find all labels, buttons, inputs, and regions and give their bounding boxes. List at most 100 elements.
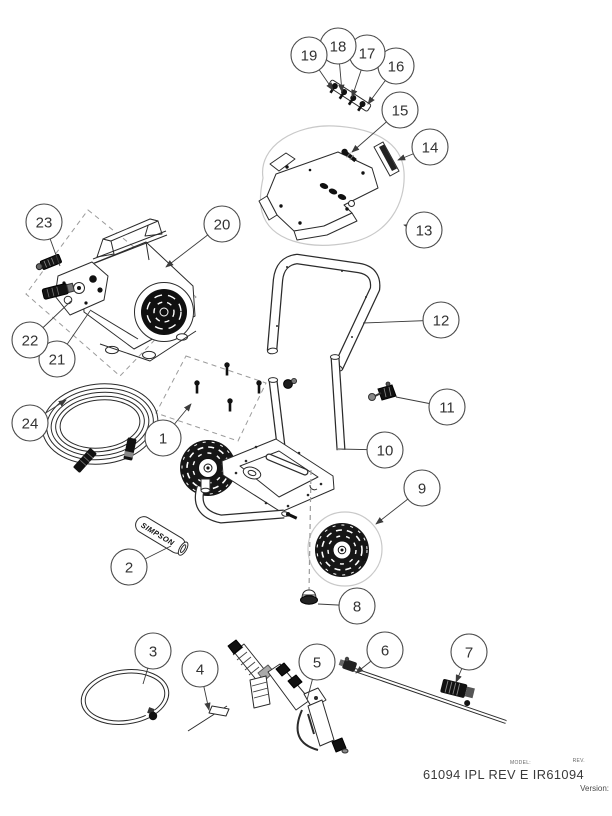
engine-plate	[258, 151, 379, 241]
callout-circle	[25, 203, 63, 241]
callout-19: 19	[290, 36, 334, 91]
callout-circle	[366, 631, 404, 669]
callout-circle	[405, 211, 443, 249]
rev-label: REV.	[573, 758, 585, 764]
callout-number: 21	[49, 351, 66, 368]
bolt-set	[194, 362, 262, 412]
callout-circle	[366, 431, 404, 469]
callout-5: 5	[298, 643, 336, 701]
callout-circle	[381, 91, 419, 129]
grip-tube: SIMPSON	[135, 516, 189, 556]
callout-15: 15	[351, 91, 419, 153]
callout-6: 6	[355, 631, 404, 674]
callout-number: 4	[196, 661, 204, 678]
callout-12: 12	[362, 301, 460, 339]
callout-number: 3	[149, 643, 157, 660]
callout-20: 20	[165, 205, 241, 268]
highlight-bubble-wheel	[307, 511, 383, 587]
callout-number: 20	[214, 216, 231, 233]
callout-8: 8	[317, 587, 376, 625]
bolt-group-box	[155, 355, 267, 442]
callout-circle	[11, 404, 49, 442]
handle-knob	[368, 381, 397, 401]
right-wheel	[315, 523, 369, 577]
callout-number: 13	[416, 222, 433, 239]
callout-22: 22	[11, 300, 72, 359]
callout-16: 16	[367, 47, 415, 105]
callout-14: 14	[397, 128, 449, 166]
callout-1: 1	[144, 403, 192, 457]
callout-circle	[11, 321, 49, 359]
callout-circle	[411, 128, 449, 166]
callout-number: 19	[301, 47, 318, 64]
pump-inlet-fitting	[41, 282, 75, 300]
handle-tube	[266, 253, 381, 372]
mounting-bracket	[373, 141, 400, 177]
callout-10: 10	[337, 431, 404, 469]
plate-screw	[341, 148, 357, 163]
callout-4: 4	[181, 650, 219, 711]
callout-3: 3	[134, 632, 172, 685]
hose-end-fitting-left	[73, 448, 97, 473]
callout-number: 2	[125, 559, 133, 576]
version-label: Version:	[580, 784, 609, 793]
axle-screw	[285, 512, 298, 520]
spray-wand	[338, 656, 507, 724]
callout-13: 13	[403, 211, 443, 249]
callout-circle	[450, 633, 488, 671]
doc-number: 61094 IPL REV E IR61094	[423, 767, 584, 782]
callout-circle	[428, 388, 466, 426]
callout-circle	[290, 36, 328, 74]
callout-circle	[203, 205, 241, 243]
callout-circle	[38, 340, 76, 378]
hose-end-fitting-right	[123, 437, 137, 461]
callout-7: 7	[450, 633, 488, 683]
callout-21: 21	[38, 310, 91, 378]
callout-circle	[134, 632, 172, 670]
foot-cap	[300, 589, 318, 605]
callout-circle	[298, 643, 336, 681]
garden-hose-fitting	[35, 253, 62, 271]
model-label: MODEL:	[510, 760, 531, 766]
callout-number: 10	[377, 442, 394, 459]
callout-number: 18	[330, 38, 347, 55]
callout-number: 24	[22, 415, 39, 432]
cable-loop	[80, 669, 170, 725]
callout-circle	[181, 650, 219, 688]
callout-circle	[403, 469, 441, 507]
callout-circle	[422, 301, 460, 339]
callout-17: 17	[348, 34, 386, 98]
callout-23: 23	[25, 203, 63, 267]
spray-gun	[227, 639, 349, 754]
callout-number: 15	[392, 102, 409, 119]
callout-number: 8	[353, 598, 361, 615]
callout-number: 17	[359, 45, 376, 62]
callout-number: 6	[381, 642, 389, 659]
callout-number: 23	[36, 214, 53, 231]
callout-number: 7	[465, 644, 473, 661]
quick-connect-nozzle	[440, 679, 475, 707]
callout-number: 1	[159, 430, 167, 447]
screw-strip	[327, 79, 372, 112]
callout-circle	[110, 548, 148, 586]
footer: MODEL: REV. 61094 IPL REV E IR61094 Vers…	[423, 758, 609, 793]
callout-24: 24	[11, 399, 67, 442]
axle-dash-line	[308, 469, 312, 593]
pump-assembly	[35, 218, 197, 362]
callout-number: 5	[313, 654, 321, 671]
callout-11: 11	[395, 388, 466, 426]
callout-circle	[144, 419, 182, 457]
hose-coil	[41, 383, 159, 473]
callout-18: 18	[319, 27, 357, 93]
callout-number: 9	[418, 480, 426, 497]
callout-number: 11	[439, 399, 455, 416]
highlight-bubble-plate	[259, 125, 405, 246]
callout-number: 22	[22, 332, 39, 349]
callout-number: 14	[422, 139, 439, 156]
callout-number: 12	[433, 312, 450, 329]
callout-2: 2	[110, 545, 172, 586]
callout-number: 16	[388, 58, 405, 75]
